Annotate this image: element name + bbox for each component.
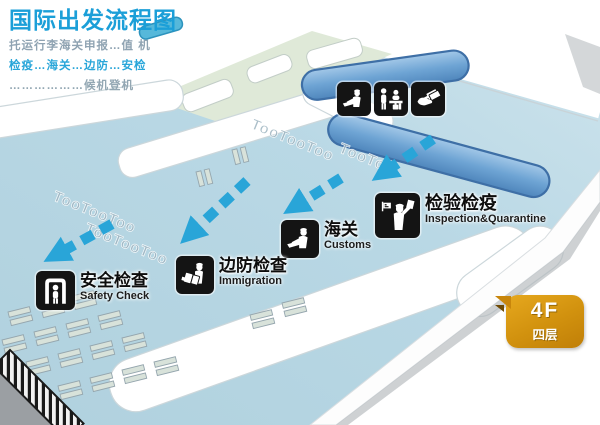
arrow-to-safety-check <box>43 219 115 262</box>
customs-declaration-desk-icon <box>337 82 371 116</box>
boarding-pass-hand-icon <box>411 82 445 116</box>
checkpoint-label-cn: 海关 <box>324 220 358 239</box>
checkpoint-label-en: Inspection&Quarantine <box>425 212 547 225</box>
arrow-to-customs <box>283 173 344 214</box>
edge-walk-rim <box>147 23 600 119</box>
flow-step-line-3: ………………候机登机 <box>9 80 134 93</box>
floor-level-badge: 4F 四层 <box>495 295 584 348</box>
check-in-counter-icon <box>374 82 408 116</box>
plate-side-face <box>309 169 600 425</box>
checkpoint-label-en: Customs <box>324 238 372 251</box>
security-metal-detector-icon <box>36 271 75 310</box>
far-wing-shadow <box>565 34 600 94</box>
arrow-to-immigration <box>180 177 251 244</box>
checkpoint-label-cn: 安全检查 <box>80 271 148 290</box>
page-title: 国际出发流程图 <box>9 7 177 33</box>
check-in-pictogram-strip <box>337 82 445 116</box>
green-zone-rooms <box>181 37 363 113</box>
immigration-passport-check-icon <box>176 256 214 294</box>
floor-level: 4F <box>530 299 560 322</box>
arrow-to-inspection <box>371 134 436 181</box>
floor-level-cn: 四层 <box>532 328 558 342</box>
checkpoint-label-cn: 检验检疫 <box>425 193 497 213</box>
customs-officer-desk-icon <box>281 220 319 258</box>
flow-arrows <box>43 134 436 262</box>
checkpoint-label-en: Safety Check <box>80 289 150 302</box>
flow-step-line-2: 检疫…海关…边防…安检 <box>9 60 147 73</box>
escalator-ramp <box>0 348 85 425</box>
checkpoint-customs: 海关 Customs <box>281 220 371 258</box>
checkpoint-label-cn: 边防检查 <box>219 256 287 275</box>
checkpoint-safety-check: 安全检查 Safety Check <box>36 271 149 310</box>
header: 国际出发流程图 托运行李海关申报…值 机 检疫…海关…边防…安检 ………………候… <box>9 7 177 93</box>
checkpoint-inspection-quarantine: 检验检疫 Inspection&Quarantine <box>375 193 546 238</box>
inspection-quarantine-officer-icon <box>375 193 420 238</box>
flow-step-line-1: 托运行李海关申报…值 机 <box>9 40 151 53</box>
checkpoint-immigration: 边防检查 Immigration <box>176 256 287 294</box>
checkpoint-label-en: Immigration <box>219 274 282 287</box>
